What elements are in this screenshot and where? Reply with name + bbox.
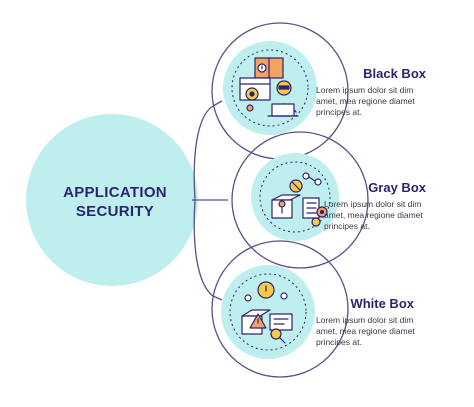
item-circle-white-box	[211, 240, 349, 378]
item-black-box: Black Box Lorem ipsum dolor sit dim amet…	[316, 66, 442, 118]
item-description: Lorem ipsum dolor sit dim amet, mea regi…	[316, 85, 438, 118]
connector-branch-top	[212, 100, 223, 107]
item-title: Black Box	[363, 66, 426, 81]
main-title-line-1: APPLICATION	[63, 184, 167, 201]
warning-box-icon	[241, 281, 293, 344]
item-description: Lorem ipsum dolor sit dim amet, mea regi…	[316, 315, 438, 348]
connector-branch-bottom	[212, 295, 223, 301]
item-description: Lorem ipsum dolor sit dim amet, mea regi…	[324, 199, 446, 232]
item-title: Gray Box	[368, 180, 426, 195]
item-description-line: amet, mea regione diamet	[316, 326, 415, 336]
item-description-line: principes at.	[316, 107, 362, 117]
box-checklist-icon	[271, 172, 328, 227]
item-gray-box: Gray Box Lorem ipsum dolor sit dim amet,…	[324, 180, 450, 232]
item-description-line: amet, mea regione diamet	[316, 96, 415, 106]
item-description-line: principes at.	[316, 337, 362, 347]
main-circle	[26, 114, 198, 286]
dashed-ring	[259, 161, 331, 233]
item-title: White Box	[350, 296, 414, 311]
outer-ring	[231, 131, 369, 269]
dashed-ring	[229, 273, 307, 351]
item-description-line: Lorem ipsum dolor sit dim	[316, 85, 414, 95]
main-title-line-2: SECURITY	[75, 203, 155, 220]
item-white-box: White Box Lorem ipsum dolor sit dim amet…	[316, 296, 442, 348]
outer-ring	[211, 240, 349, 378]
item-description-line: Lorem ipsum dolor sit dim	[324, 199, 422, 209]
item-description-line: Lorem ipsum dolor sit dim	[316, 315, 414, 325]
inner-circle	[221, 265, 315, 359]
main-title: APPLICATION SECURITY	[40, 183, 190, 221]
item-description-line: amet, mea regione diamet	[324, 210, 423, 220]
connector-lines	[192, 100, 228, 301]
hacker-laptop-icon	[239, 57, 299, 117]
dashed-ring	[231, 49, 309, 127]
item-description-line: principes at.	[324, 221, 370, 231]
